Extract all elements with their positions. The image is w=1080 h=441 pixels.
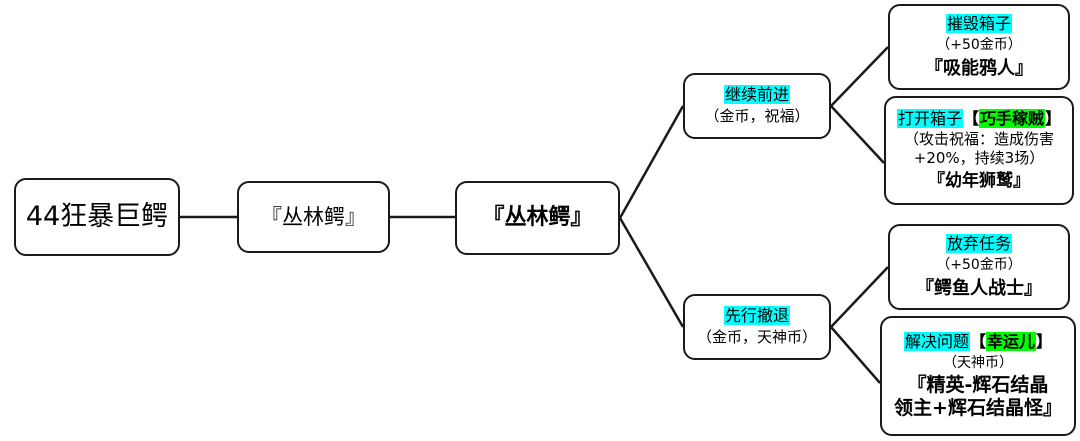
node-leaf-abandon-quest[interactable]: 放弃任务 （+50金币） 『鳄鱼人战士』	[888, 224, 1070, 310]
leaf-abandon-next-encounter: 『鳄鱼人战士』	[916, 277, 1042, 299]
branch-retreat-rewards: （金币，天神币）	[696, 328, 817, 347]
branch-retreat-title-text: 先行撤退	[723, 306, 790, 326]
edge-chain2-to-advance	[618, 105, 685, 219]
leaf-destroy-reward-gold: （+50金币）	[936, 37, 1022, 54]
leaf-solve-next-encounter-line-1: 『精英-辉石结晶	[907, 374, 1049, 397]
node-leaf-open-chest[interactable]: 打开箱子【巧手稼贼】 （攻击祝福：造成伤害 +20%，持续3场） 『幼年狮鹫』	[884, 96, 1074, 205]
node-branch-advance[interactable]: 继续前进 （金币，祝福）	[683, 73, 831, 139]
node-chain-2-label: 『丛林鳄』	[482, 205, 593, 231]
leaf-open-title-text: 打开箱子	[896, 108, 963, 128]
node-leaf-destroy-chest[interactable]: 摧毁箱子 （+50金币） 『吸能鸦人』	[888, 4, 1070, 90]
leaf-solve-next-encounter-line-2: 领主+辉石结晶怪』	[894, 396, 1062, 419]
branch-advance-title-text: 继续前进	[723, 85, 790, 105]
leaf-solve-tag-open-bracket: 【	[969, 331, 986, 351]
branch-advance-title: 继续前进	[723, 85, 790, 105]
node-root-label: 44狂暴巨鳄	[25, 201, 169, 233]
node-branch-retreat[interactable]: 先行撤退 （金币，天神币）	[683, 294, 831, 360]
leaf-open-tag-open-bracket: 【	[962, 108, 979, 128]
leaf-abandon-title: 放弃任务	[945, 234, 1012, 254]
leaf-open-tag-text: 巧手稼贼	[979, 108, 1046, 128]
leaf-abandon-reward-gold: （+50金币）	[936, 257, 1022, 274]
edge-retreat-to-solve	[830, 326, 881, 384]
edge-advance-to-destroy	[830, 46, 889, 107]
edge-advance-to-open	[830, 105, 885, 164]
leaf-solve-tag-text: 幸运儿	[986, 331, 1037, 351]
node-leaf-solve-problem[interactable]: 解决问题【幸运儿】 （天神币） 『精英-辉石结晶 领主+辉石结晶怪』	[880, 316, 1076, 436]
edge-chain2-to-retreat	[618, 217, 685, 328]
node-chain-2[interactable]: 『丛林鳄』	[455, 181, 620, 255]
leaf-destroy-title-text: 摧毁箱子	[945, 14, 1012, 34]
branch-retreat-title: 先行撤退	[723, 306, 790, 326]
node-chain-1-label: 『丛林鳄』	[261, 204, 366, 229]
edge-retreat-to-abandon	[830, 266, 889, 328]
leaf-open-buff-line-2: +20%，持续3场）	[913, 149, 1045, 168]
leaf-solve-title: 解决问题【幸运儿】	[903, 331, 1053, 352]
leaf-solve-tag-close-bracket: 】	[1036, 331, 1053, 351]
leaf-open-tag-close-bracket: 】	[1045, 108, 1062, 128]
leaf-abandon-title-text: 放弃任务	[945, 234, 1012, 254]
leaf-solve-reward-currency: （天神币）	[943, 354, 1013, 371]
node-chain-1[interactable]: 『丛林鳄』	[237, 181, 390, 253]
leaf-open-next-encounter: 『幼年狮鹫』	[928, 171, 1030, 192]
node-root-encounter[interactable]: 44狂暴巨鳄	[14, 178, 180, 256]
branch-advance-rewards: （金币，祝福）	[704, 107, 810, 126]
leaf-destroy-next-encounter: 『吸能鸦人』	[925, 57, 1033, 79]
leaf-solve-title-text: 解决问题	[903, 331, 970, 351]
leaf-destroy-title: 摧毁箱子	[945, 14, 1012, 34]
leaf-open-title: 打开箱子【巧手稼贼】	[896, 108, 1062, 129]
leaf-open-buff-line-1: （攻击祝福：造成伤害	[903, 129, 1054, 148]
